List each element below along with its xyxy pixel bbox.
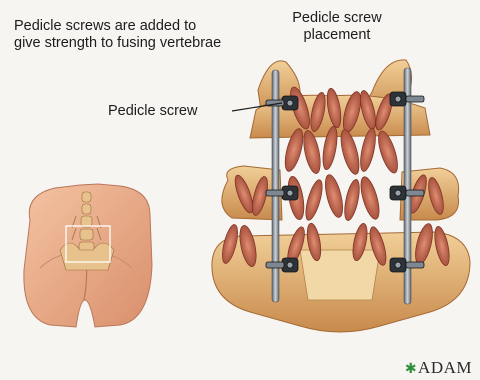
back-view xyxy=(24,184,152,327)
pedicle-screw-label: Pedicle screw xyxy=(108,103,197,119)
spine-closeup xyxy=(212,60,470,332)
adam-logo: ✱ADAM xyxy=(405,358,472,378)
caption-text: Pedicle screws are added to give strengt… xyxy=(14,18,224,52)
adam-star-icon: ✱ xyxy=(405,362,417,377)
diagram-title: Pedicle screw placement xyxy=(262,10,412,44)
adam-logo-text: ADAM xyxy=(418,358,472,377)
